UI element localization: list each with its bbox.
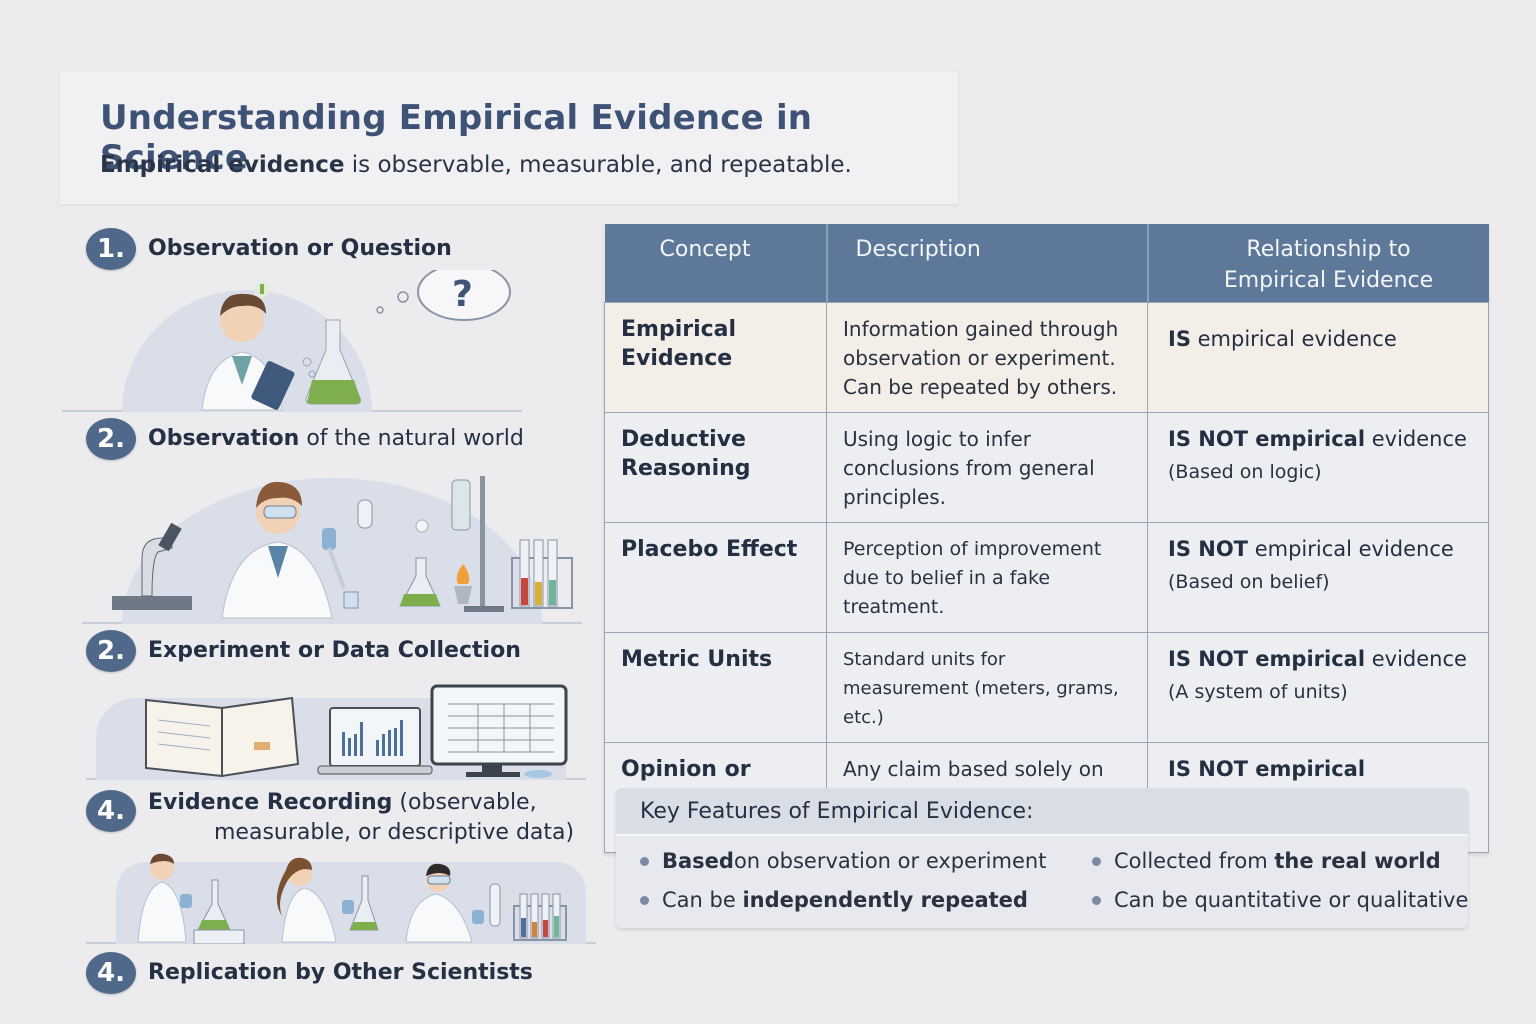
concept-cell: Deductive Reasoning <box>604 411 827 523</box>
key-features-title: Key Features of Empirical Evidence: <box>616 788 1468 836</box>
relationship-cell: IS empirical evidence <box>1147 301 1489 413</box>
step-label: Evidence Recording (observable, measurab… <box>148 790 575 845</box>
description-cell: Using logic to infer conclusions from ge… <box>826 411 1148 523</box>
concept-cell: Placebo Effect <box>604 521 827 633</box>
illustration-replication <box>86 850 596 944</box>
feature-item: Can be independently repeated <box>640 885 1092 915</box>
feature-item: Can be quantitative or qualitative <box>1092 885 1468 915</box>
step-number-badge: 2. <box>86 418 136 460</box>
illustration-lab-experiment <box>82 468 582 624</box>
illustration-scientist-thinking: ? <box>62 270 522 412</box>
step-2-observation: 2. Observation of the natural world <box>86 418 524 460</box>
step-label: Observation of the natural world <box>148 426 524 451</box>
table-row: Deductive Reasoning Using logic to infer… <box>604 411 1489 523</box>
bullet-icon <box>640 895 649 905</box>
bullet-icon <box>640 856 649 866</box>
step-4-replication: 4. Replication by Other Scientists <box>86 952 533 994</box>
scientists-replicating-icon <box>137 853 567 944</box>
key-features-box: Key Features of Empirical Evidence: Base… <box>616 788 1468 928</box>
lab-equipment-icon <box>112 476 573 619</box>
step-number-badge: 2. <box>86 630 136 672</box>
table-row: Metric Units Standard units for measurem… <box>604 631 1489 743</box>
bullet-icon <box>1092 856 1101 866</box>
relationship-cell: IS NOT empirical evidence(Based on logic… <box>1147 411 1489 523</box>
step-4-evidence-recording: 4. Evidence Recording (observable, measu… <box>86 788 574 848</box>
step-label: Replication by Other Scientists <box>148 960 533 985</box>
column-header-description: Description <box>826 224 1149 302</box>
step-1: 1. Observation or Question <box>86 228 452 270</box>
notebook-computer-icon <box>145 684 568 778</box>
description-cell: Standard units for measurement (meters, … <box>826 631 1148 743</box>
relationship-cell: IS NOT empirical evidence(Based on belie… <box>1147 521 1489 633</box>
column-header-concept: Concept <box>604 224 828 302</box>
concept-cell: Metric Units <box>604 631 827 743</box>
subtitle-bold: Empirical evidence <box>100 152 345 178</box>
step-number-badge: 1. <box>86 228 136 270</box>
subtitle-rest: is observable, measurable, and repeatabl… <box>344 152 852 178</box>
table-row: Placebo Effect Perception of improvement… <box>604 521 1489 633</box>
page-title: Understanding Empirical Evidence in Scie… <box>100 98 813 178</box>
feature-item: Collected from the real world <box>1092 846 1468 876</box>
page-subtitle: Empirical evidence is observable, measur… <box>100 152 852 178</box>
feature-item: Based on observation or experiment <box>640 846 1092 876</box>
table-row: Empirical Evidence Information gained th… <box>604 301 1489 413</box>
scientist-thinking-icon: ? <box>201 270 511 411</box>
illustration-data-recording <box>86 680 586 780</box>
bullet-icon <box>1092 895 1101 905</box>
step-number-badge: 4. <box>86 790 136 832</box>
svg-text:?: ? <box>452 274 473 315</box>
step-label: Observation or Question <box>148 236 452 261</box>
description-cell: Perception of improvement due to belief … <box>826 521 1148 633</box>
step-label: Experiment or Data Collection <box>148 638 521 663</box>
description-cell: Information gained through observation o… <box>826 301 1148 413</box>
relationship-cell: IS NOT empirical evidence(A system of un… <box>1147 631 1489 743</box>
header-card: Understanding Empirical Evidence in Scie… <box>60 72 958 204</box>
concept-cell: Empirical Evidence <box>604 301 827 413</box>
step-2-experiment: 2. Experiment or Data Collection <box>86 630 521 672</box>
step-number-badge: 4. <box>86 952 136 994</box>
key-features-list: Based on observation or experiment Colle… <box>616 836 1468 915</box>
